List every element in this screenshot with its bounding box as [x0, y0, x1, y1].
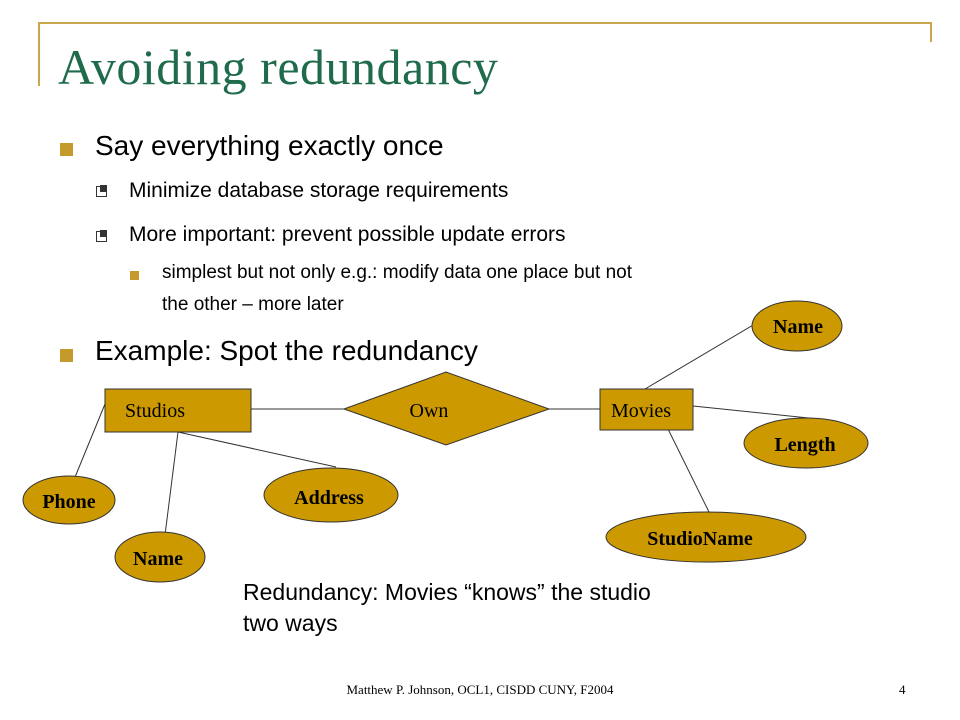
bullet-prevent-errors: More important: prevent possible update … [129, 223, 566, 246]
bullet-checkbox-icon [96, 230, 107, 242]
bullet-square-icon [60, 349, 73, 362]
bullet-say-everything: Say everything exactly once [95, 130, 444, 161]
entity-movies [599, 388, 694, 431]
link-movies-length [692, 405, 819, 420]
redundancy-note-line1: Redundancy: Movies “knows” the studio [243, 579, 651, 605]
attr-movie-name [751, 300, 843, 352]
link-studios-address [177, 431, 337, 468]
bullet-square-icon [60, 143, 73, 156]
slide-title: Avoiding redundancy [58, 39, 499, 95]
link-movies-name [644, 317, 766, 390]
bullet-example: Example: Spot the redundancy [95, 335, 478, 366]
attr-studio-phone-label: Phone [42, 491, 95, 513]
frame-right-line [930, 22, 932, 42]
redundancy-note: Redundancy: Movies “knows” the studio tw… [243, 577, 823, 639]
relationship-own [342, 371, 551, 446]
attr-movie-studioname-label: StudioName [647, 528, 753, 550]
bullet-simplest-line2: the other – more later [162, 294, 344, 315]
attr-movie-length [743, 417, 869, 469]
attr-studio-address [263, 467, 399, 523]
entity-movies-label: Movies [611, 400, 671, 422]
page-number: 4 [899, 682, 906, 697]
entity-studios-label: Studios [125, 400, 185, 422]
attr-studio-name-label: Name [133, 548, 183, 570]
attr-movie-studioname [605, 511, 807, 563]
entity-studios [104, 388, 252, 433]
frame-top-line [38, 22, 932, 24]
bullet-square-icon [130, 271, 139, 280]
footer-text: Matthew P. Johnson, OCL1, CISDD CUNY, F2… [346, 682, 614, 697]
bullet-minimize-storage: Minimize database storage requirements [129, 179, 509, 202]
attr-movie-length-label: Length [774, 434, 835, 456]
link-studios-phone [72, 403, 106, 483]
attr-studio-name [114, 531, 206, 583]
bullet-simplest-line1: simplest but not only e.g.: modify data … [162, 262, 633, 283]
relationship-own-label: Own [410, 400, 449, 422]
attr-studio-phone [22, 475, 116, 525]
bullet-checkbox-icon [96, 185, 107, 197]
attr-studio-address-label: Address [294, 487, 364, 509]
attr-movie-name-label: Name [773, 316, 823, 338]
link-studios-name [164, 431, 179, 536]
redundancy-note-line2: two ways [243, 610, 338, 636]
frame-left-line [38, 22, 40, 86]
link-movies-studioname [667, 428, 710, 513]
